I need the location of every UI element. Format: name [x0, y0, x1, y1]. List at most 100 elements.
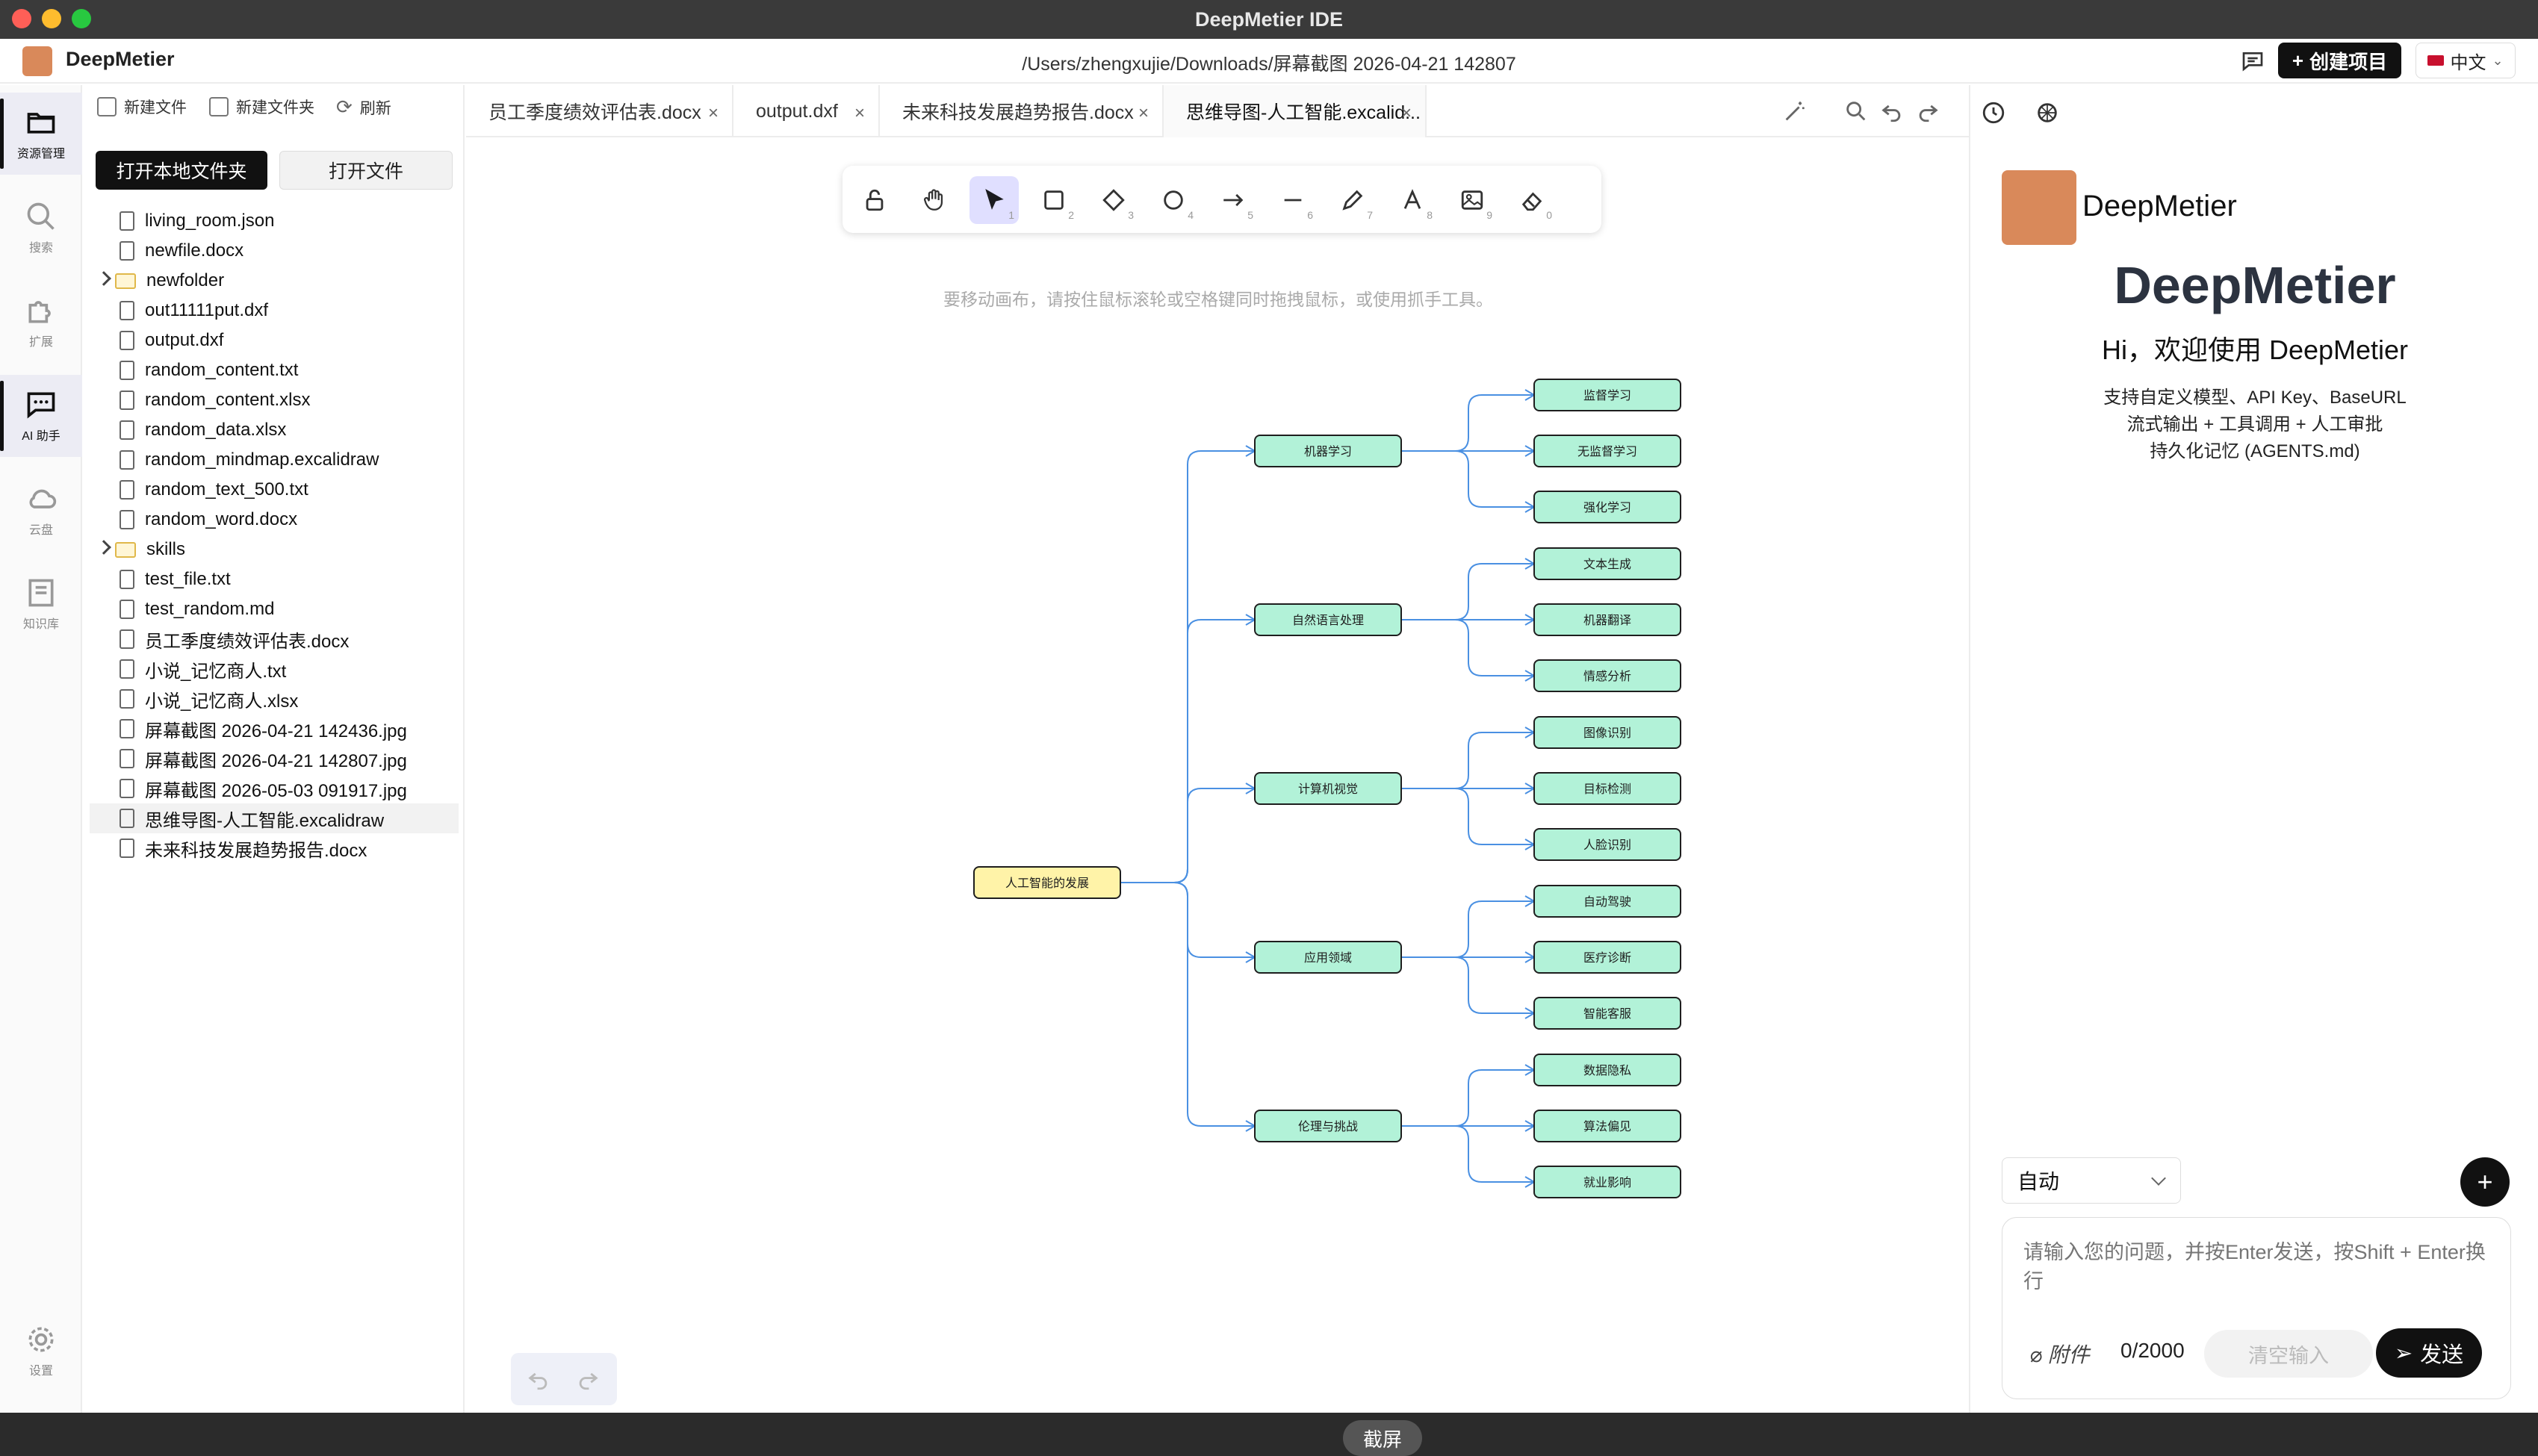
tree-file[interactable]: random_data.xlsx [90, 415, 459, 445]
tree-file[interactable]: 屏幕截图 2026-05-03 091917.jpg [90, 774, 459, 803]
tree-file[interactable]: 员工季度绩效评估表.docx [90, 624, 459, 654]
mindmap-leaf-box[interactable] [1533, 659, 1681, 692]
mindmap-leaf-box[interactable] [1533, 603, 1681, 636]
tree-file[interactable]: 小说_记忆商人.txt [90, 654, 459, 684]
activity-settings[interactable]: 设置 [0, 1310, 82, 1392]
activity-cloud[interactable]: 云盘 [0, 469, 82, 551]
chevron-right-icon[interactable] [96, 271, 111, 286]
tree-file[interactable]: 屏幕截图 2026-04-21 142807.jpg [90, 744, 459, 774]
screenshot-button[interactable]: 截屏 [1343, 1420, 1422, 1456]
close-icon[interactable]: × [1138, 103, 1149, 123]
mode-select[interactable]: 自动 [2002, 1157, 2181, 1204]
create-project-button[interactable]: +创建项目 [2278, 43, 2401, 78]
undo-icon[interactable] [526, 1366, 551, 1392]
mindmap-leaf-box[interactable] [1533, 435, 1681, 467]
mindmap-branch-box[interactable] [1254, 603, 1402, 636]
ellipse-tool[interactable]: 4 [1149, 176, 1198, 224]
tree-file[interactable]: 思维导图-人工智能.excalidraw [90, 803, 459, 833]
minimize-window-button[interactable] [42, 9, 61, 28]
tab-mindmap[interactable]: 思维导图-人工智能.excalid...× [1164, 85, 1427, 137]
tab-output-dxf[interactable]: output.dxf× [733, 85, 880, 137]
maximize-window-button[interactable] [72, 9, 91, 28]
mindmap-leaf-box[interactable] [1533, 547, 1681, 580]
activity-knowledge[interactable]: 知识库 [0, 563, 82, 645]
close-icon[interactable]: × [707, 103, 719, 123]
mindmap-branch-box[interactable] [1254, 435, 1402, 467]
arrow-tool[interactable]: 5 [1209, 176, 1258, 224]
mindmap-leaf-box[interactable] [1533, 828, 1681, 861]
magic-wand-icon[interactable] [1782, 99, 1808, 124]
tree-file[interactable]: random_word.docx [90, 505, 459, 535]
mindmap-leaf-box[interactable] [1533, 997, 1681, 1030]
message-icon[interactable] [2241, 49, 2265, 73]
mindmap-leaf-box[interactable] [1533, 491, 1681, 523]
lock-tool[interactable] [850, 176, 899, 224]
hand-tool[interactable] [910, 176, 959, 224]
tree-file[interactable]: random_content.xlsx [90, 385, 459, 415]
tree-folder[interactable]: newfolder [90, 266, 459, 296]
close-icon[interactable]: × [854, 103, 865, 123]
open-file-button[interactable]: 打开文件 [279, 151, 453, 190]
eraser-tool[interactable]: 0 [1507, 176, 1557, 224]
language-select[interactable]: 中文⌄ [2416, 43, 2516, 78]
history-icon[interactable] [1981, 100, 2006, 125]
activity-ai-assistant[interactable]: AI 助手 [0, 375, 82, 457]
open-local-folder-button[interactable]: 打开本地文件夹 [96, 151, 267, 190]
tab-future-tech-report[interactable]: 未来科技发展趋势报告.docx× [880, 85, 1164, 137]
rectangle-tool[interactable]: 2 [1029, 176, 1079, 224]
tree-file[interactable]: random_content.txt [90, 355, 459, 385]
undo-icon[interactable] [1879, 99, 1905, 124]
mindmap-leaf-box[interactable] [1533, 772, 1681, 805]
mindmap-branch-box[interactable] [1254, 772, 1402, 805]
send-button[interactable]: ➢发送 [2376, 1328, 2482, 1378]
mindmap-leaf-box[interactable] [1533, 1110, 1681, 1142]
redo-icon[interactable] [1915, 99, 1940, 124]
mindmap-leaf-box[interactable] [1533, 885, 1681, 918]
mindmap-leaf-box[interactable] [1533, 379, 1681, 411]
chat-input[interactable] [2023, 1236, 2486, 1303]
line-tool[interactable]: 6 [1268, 176, 1318, 224]
mindmap-leaf-box[interactable] [1533, 1054, 1681, 1086]
excalidraw-canvas[interactable]: 1 2 3 4 5 6 7 8 9 0 要移动画布，请按住鼠标滚轮或空格键同时拖… [472, 139, 1964, 1456]
mindmap-branch-box[interactable] [1254, 1110, 1402, 1142]
close-window-button[interactable] [12, 9, 31, 28]
tab-employee-review[interactable]: 员工季度绩效评估表.docx× [466, 85, 733, 137]
tree-file[interactable]: out11111put.dxf [90, 296, 459, 326]
tree-file[interactable]: random_mindmap.excalidraw [90, 445, 459, 475]
tree-file[interactable]: test_file.txt [90, 564, 459, 594]
mindmap-diagram[interactable]: 监督学习无监督学习强化学习机器学习文本生成机器翻译情感分析自然语言处理图像识别目… [472, 139, 1964, 1408]
clear-input-button[interactable]: 清空输入 [2204, 1330, 2373, 1378]
activity-explorer[interactable]: 资源管理 [0, 93, 82, 175]
new-folder-button[interactable]: 新建文件夹 [209, 96, 314, 118]
search-icon[interactable] [1843, 99, 1869, 124]
tree-file[interactable]: living_room.json [90, 206, 459, 236]
tree-file[interactable]: 小说_记忆商人.xlsx [90, 684, 459, 714]
tree-file[interactable]: 屏幕截图 2026-04-21 142436.jpg [90, 714, 459, 744]
activity-search[interactable]: 搜索 [0, 187, 82, 269]
attach-button[interactable]: ⌀ 附件 [2029, 1339, 2090, 1369]
close-icon[interactable]: × [1400, 103, 1412, 123]
tree-file[interactable]: output.dxf [90, 326, 459, 355]
tree-file[interactable]: 未来科技发展趋势报告.docx [90, 833, 459, 863]
activity-extensions[interactable]: 扩展 [0, 281, 82, 363]
new-file-button[interactable]: 新建文件 [97, 96, 187, 118]
new-chat-button[interactable]: + [2460, 1157, 2510, 1207]
tree-folder[interactable]: skills [90, 535, 459, 564]
diamond-tool[interactable]: 3 [1089, 176, 1138, 224]
mindmap-leaf-box[interactable] [1533, 1166, 1681, 1198]
mindmap-leaf-box[interactable] [1533, 716, 1681, 749]
tree-file[interactable]: newfile.docx [90, 236, 459, 266]
mindmap-branch-box[interactable] [1254, 941, 1402, 974]
model-icon[interactable] [2035, 100, 2060, 125]
tree-file[interactable]: random_text_500.txt [90, 475, 459, 505]
redo-icon[interactable] [575, 1366, 601, 1392]
refresh-button[interactable]: ⟳刷新 [336, 96, 391, 119]
draw-tool[interactable]: 7 [1328, 176, 1377, 224]
tree-file[interactable]: test_random.md [90, 594, 459, 624]
chevron-right-icon[interactable] [96, 540, 111, 555]
selection-tool[interactable]: 1 [969, 176, 1019, 224]
mindmap-leaf-box[interactable] [1533, 941, 1681, 974]
text-tool[interactable]: 8 [1388, 176, 1437, 224]
mindmap-root-box[interactable] [973, 866, 1121, 899]
image-tool[interactable]: 9 [1448, 176, 1497, 224]
